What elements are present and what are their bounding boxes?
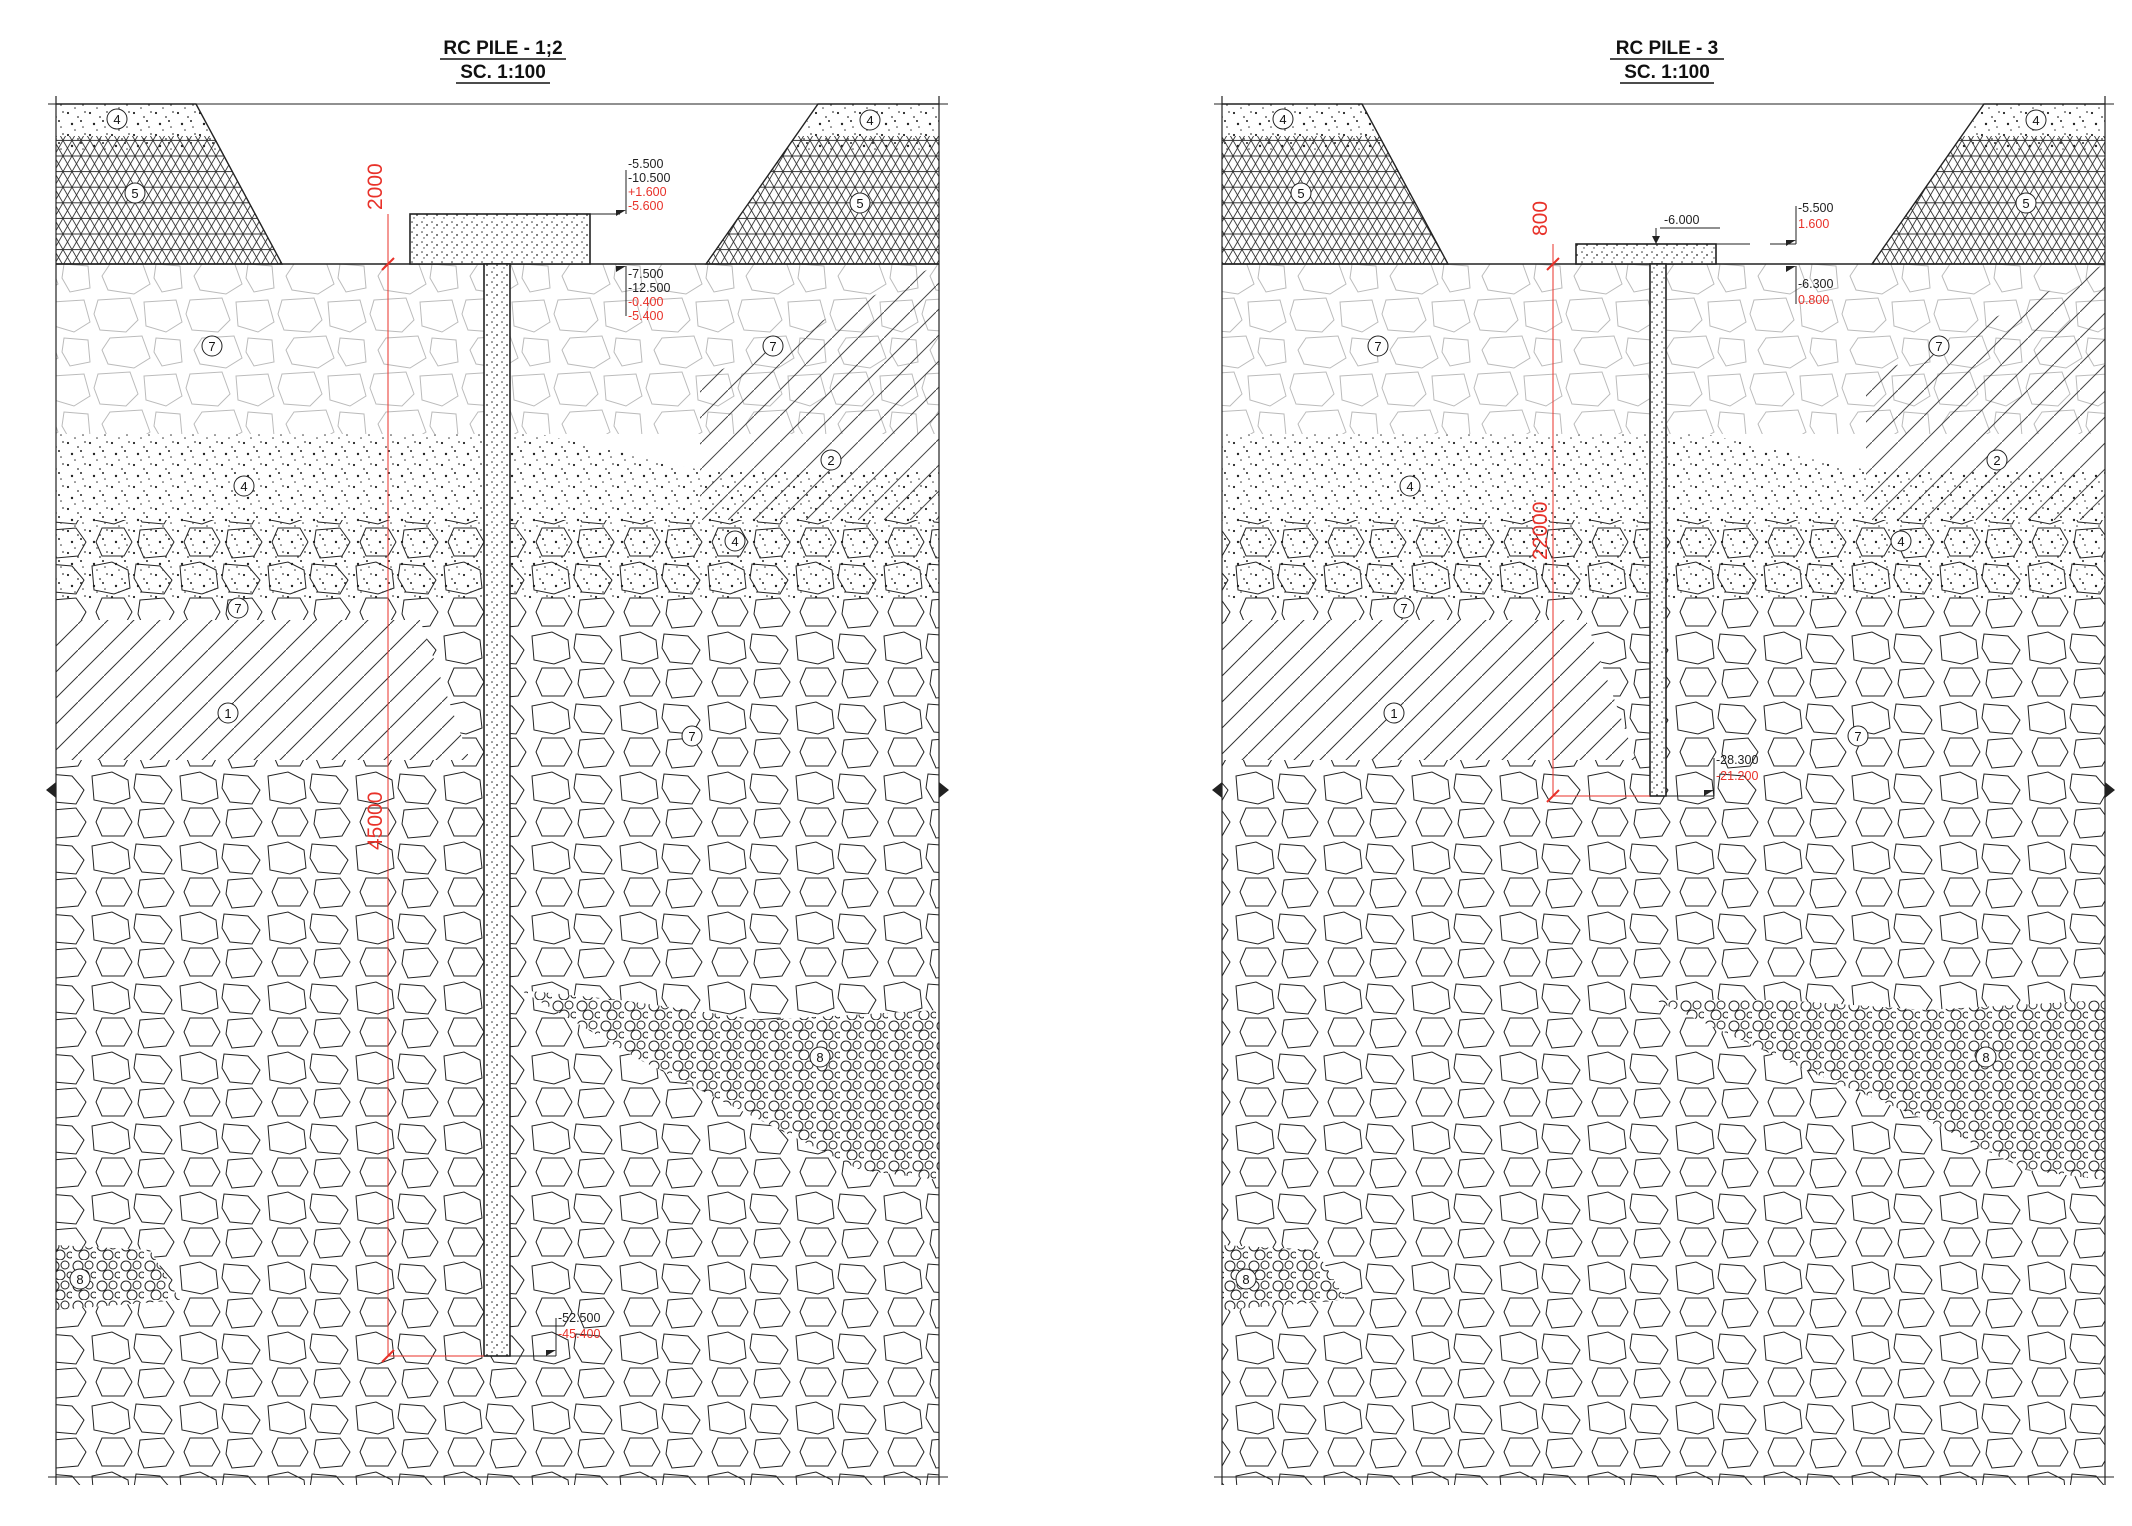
right-scale: SC. 1:100 bbox=[1624, 62, 1710, 83]
svg-text:4: 4 bbox=[1406, 479, 1413, 494]
section-left: RC PILE - 1;2 SC. 1:100 bbox=[46, 38, 949, 1485]
left-pile bbox=[409, 213, 620, 1357]
right-dimensions: 800 22000 bbox=[1529, 201, 1650, 803]
left-dim-top: 2000 bbox=[364, 163, 387, 210]
layer-marker: 4 bbox=[1272, 108, 1294, 130]
svg-text:4: 4 bbox=[240, 479, 247, 494]
layer-marker: 7 bbox=[201, 335, 223, 357]
svg-text:4: 4 bbox=[866, 113, 873, 128]
layer-marker: 7 bbox=[1928, 335, 1950, 357]
right-level-cap: -6.000 bbox=[1652, 213, 1720, 244]
layer-marker: 4 bbox=[1890, 530, 1912, 552]
layer-marker: 8 bbox=[1975, 1046, 1997, 1068]
svg-text:-5.500: -5.500 bbox=[628, 157, 663, 171]
layer-marker: 7 bbox=[1367, 335, 1389, 357]
svg-text:-7.500: -7.500 bbox=[628, 267, 663, 281]
svg-text:5: 5 bbox=[1297, 186, 1304, 201]
layer-marker: 4 bbox=[724, 530, 746, 552]
svg-text:8: 8 bbox=[816, 1050, 823, 1065]
layer-marker: 7 bbox=[1847, 725, 1869, 747]
layer-marker: 5 bbox=[124, 182, 146, 204]
layer-marker: 4 bbox=[106, 108, 128, 130]
left-dim-main: 45000 bbox=[364, 792, 387, 850]
layer-marker: 7 bbox=[681, 725, 703, 747]
left-level-toe: -52.500 -45.400 bbox=[510, 1311, 600, 1357]
svg-text:7: 7 bbox=[208, 339, 215, 354]
svg-text:-6.300: -6.300 bbox=[1798, 277, 1833, 291]
layer-marker: 8 bbox=[1235, 1268, 1257, 1290]
svg-text:1.600: 1.600 bbox=[1798, 217, 1829, 231]
svg-text:7: 7 bbox=[769, 339, 776, 354]
svg-text:5: 5 bbox=[131, 186, 138, 201]
layer-marker: 7 bbox=[227, 597, 249, 619]
svg-text:-5.400: -5.400 bbox=[628, 309, 663, 323]
layer-marker: 2 bbox=[1986, 449, 2008, 471]
svg-text:8: 8 bbox=[1982, 1050, 1989, 1065]
svg-text:7: 7 bbox=[1935, 339, 1942, 354]
layer-marker: 7 bbox=[762, 335, 784, 357]
layer-marker: 1 bbox=[217, 702, 239, 724]
svg-text:7: 7 bbox=[1374, 339, 1381, 354]
svg-text:-45.400: -45.400 bbox=[558, 1327, 600, 1341]
svg-text:-28.300: -28.300 bbox=[1716, 753, 1758, 767]
right-level-toe: -28.300 -21.200 bbox=[1666, 753, 1758, 797]
left-level-cap-top: -5.500 -10.500 +1.600 -5.600 bbox=[616, 157, 670, 216]
layer-marker: 5 bbox=[1290, 182, 1312, 204]
svg-text:4: 4 bbox=[1897, 534, 1904, 549]
svg-text:2: 2 bbox=[1993, 453, 2000, 468]
layer-marker: 4 bbox=[859, 109, 881, 131]
layer-marker: 8 bbox=[809, 1046, 831, 1068]
svg-text:-5.500: -5.500 bbox=[1798, 201, 1833, 215]
svg-text:-52.500: -52.500 bbox=[558, 1311, 600, 1325]
left-level-cap-bottom: -7.500 -12.500 -0.400 -5.400 bbox=[616, 266, 670, 323]
svg-text:-6.000: -6.000 bbox=[1664, 213, 1699, 227]
layer-marker: 4 bbox=[233, 475, 255, 497]
svg-text:+1.600: +1.600 bbox=[628, 185, 667, 199]
svg-text:-0.400: -0.400 bbox=[628, 295, 663, 309]
right-level-cap-top: -5.500 1.600 bbox=[1770, 201, 1833, 246]
right-level-cap-bottom: -6.300 0.800 bbox=[1786, 266, 1833, 307]
svg-text:-12.500: -12.500 bbox=[628, 281, 670, 295]
svg-text:5: 5 bbox=[856, 196, 863, 211]
svg-text:4: 4 bbox=[731, 534, 738, 549]
svg-text:7: 7 bbox=[1854, 729, 1861, 744]
svg-text:-21.200: -21.200 bbox=[1716, 769, 1758, 783]
svg-text:7: 7 bbox=[234, 601, 241, 616]
layer-marker: 7 bbox=[1393, 597, 1415, 619]
layer-marker: 5 bbox=[2015, 192, 2037, 214]
svg-text:7: 7 bbox=[688, 729, 695, 744]
svg-text:4: 4 bbox=[1279, 112, 1286, 127]
svg-text:7: 7 bbox=[1400, 601, 1407, 616]
left-scale: SC. 1:100 bbox=[460, 62, 546, 83]
right-dim-top: 800 bbox=[1529, 201, 1552, 236]
svg-text:8: 8 bbox=[1242, 1272, 1249, 1287]
layer-marker: 4 bbox=[2025, 109, 2047, 131]
svg-text:-10.500: -10.500 bbox=[628, 171, 670, 185]
right-pile bbox=[1575, 243, 1750, 797]
left-title: RC PILE - 1;2 bbox=[443, 38, 562, 59]
right-title: RC PILE - 3 bbox=[1616, 38, 1718, 59]
svg-text:1: 1 bbox=[1390, 706, 1397, 721]
svg-text:0.800: 0.800 bbox=[1798, 293, 1829, 307]
svg-text:1: 1 bbox=[224, 706, 231, 721]
svg-text:8: 8 bbox=[76, 1272, 83, 1287]
layer-marker: 2 bbox=[820, 449, 842, 471]
svg-text:-5.600: -5.600 bbox=[628, 199, 663, 213]
left-dimensions: 2000 45000 bbox=[364, 163, 484, 1363]
layer-marker: 1 bbox=[1383, 702, 1405, 724]
layer-marker: 4 bbox=[1399, 475, 1421, 497]
left-layer-markers: 4 4 5 5 7 7 2 4 4 7 1 7 8 8 bbox=[69, 108, 881, 1290]
layer-marker: 8 bbox=[69, 1268, 91, 1290]
svg-text:5: 5 bbox=[2022, 196, 2029, 211]
svg-text:4: 4 bbox=[2032, 113, 2039, 128]
right-dim-main: 22000 bbox=[1529, 502, 1552, 560]
svg-text:4: 4 bbox=[113, 112, 120, 127]
right-layer-markers: 4 4 5 5 7 7 2 4 4 7 1 7 8 8 bbox=[1235, 108, 2047, 1290]
section-right: RC PILE - 3 SC. 1:100 bbox=[1212, 38, 2115, 1485]
svg-text:2: 2 bbox=[827, 453, 834, 468]
layer-marker: 5 bbox=[849, 192, 871, 214]
